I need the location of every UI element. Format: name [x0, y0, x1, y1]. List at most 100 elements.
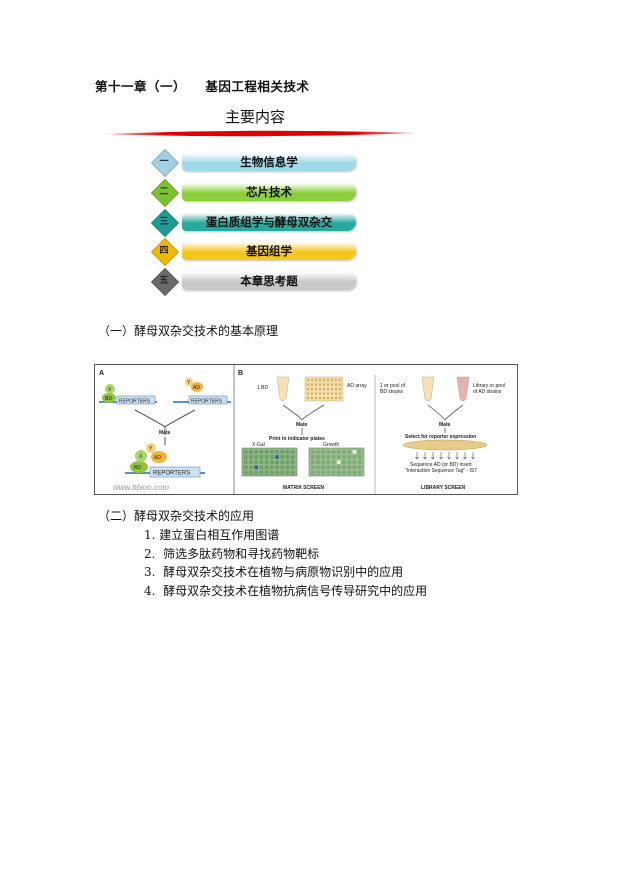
plate-colony	[352, 470, 357, 475]
plate-colony	[259, 470, 264, 475]
ad-label-combined: AD	[154, 455, 161, 461]
seq-line1: Sequence AD (or BD) insert	[410, 462, 472, 468]
plate-colony	[337, 470, 341, 475]
plate-colony	[270, 465, 274, 470]
plate-colony	[275, 470, 279, 475]
plate-colony	[342, 470, 346, 475]
plate-colony	[311, 455, 315, 459]
array-dot	[322, 378, 326, 382]
array-dot	[334, 392, 338, 395]
plate-colony	[321, 450, 325, 454]
plate-colony	[326, 470, 331, 475]
array-dot	[334, 383, 338, 386]
array-dot	[338, 392, 342, 395]
bd-tube-icon	[276, 376, 290, 402]
array-dot	[338, 396, 342, 400]
array-dot	[326, 396, 330, 400]
plate-colony	[326, 465, 331, 470]
array-dot	[338, 378, 342, 382]
plate-colony	[275, 455, 279, 459]
watermark: www.bbioo.com	[113, 483, 169, 492]
yeast-two-hybrid-figure: A REPORTERS BD X REPORTERS AD Y Mate REP…	[94, 364, 518, 495]
array-dot	[322, 392, 326, 395]
array-dot	[310, 387, 314, 391]
reporters-text-prey: REPORTERS	[191, 399, 223, 405]
toc-item-number: 二	[159, 187, 169, 197]
y-blob-combined	[146, 443, 156, 453]
plate-colony	[254, 460, 258, 464]
application-list-item: 2. 筛选多肽药物和寻找药物靶标	[144, 547, 320, 561]
plate-colony	[264, 465, 269, 470]
plate-colony	[290, 465, 295, 470]
ad-array-label: AD array	[347, 383, 367, 389]
plate-colony	[249, 460, 253, 464]
array-dot	[326, 378, 330, 382]
toc-item-bar	[182, 183, 356, 201]
plate-colony	[285, 450, 290, 454]
x-label-combined: X	[139, 454, 143, 460]
plate-colony	[352, 460, 357, 464]
array-dot	[306, 378, 310, 382]
chapter-title: 第十一章（一） 基因工程相关技术	[95, 79, 310, 94]
plate-colony	[270, 455, 274, 459]
section1-heading: （一）酵母双杂交技术的基本原理	[98, 324, 279, 338]
array-dot	[326, 392, 330, 395]
bd-label-combined: BD	[134, 465, 141, 471]
reporters-text-combined: REPORTERS	[153, 471, 190, 477]
down-arrow-icon	[431, 452, 435, 460]
down-arrow-icon	[423, 452, 427, 460]
toc-item-bar	[182, 153, 356, 171]
array-dot	[310, 396, 314, 400]
ad-label-top: AD	[193, 385, 200, 391]
x-blob-combined	[135, 450, 147, 462]
array-dot	[318, 392, 322, 395]
down-arrow-icon	[463, 452, 467, 460]
plate-colony	[254, 465, 258, 470]
growth-label: Growth	[323, 442, 339, 448]
mate-label-b: Mate	[296, 422, 308, 428]
figure-svg: A REPORTERS BD X REPORTERS AD Y Mate REP…	[99, 365, 505, 494]
toc-item: 三蛋白质组学与酵母双杂交	[150, 208, 360, 238]
mate-label-c: Mate	[439, 422, 451, 428]
plate-colony	[342, 455, 346, 459]
array-dot	[322, 387, 326, 391]
panel-b-label: B	[238, 370, 243, 377]
plate-colony	[352, 455, 357, 459]
plate-colony	[357, 455, 362, 459]
reporters-text-bait: REPORTERS	[119, 399, 151, 405]
toc-item-label: 生物信息学	[240, 155, 298, 169]
toc-item: 四基因组学	[150, 237, 360, 267]
red-swoosh-divider	[102, 130, 418, 137]
plate-colony	[331, 460, 336, 464]
array-dot	[314, 392, 318, 395]
bd-pool-tube-icon	[421, 376, 435, 402]
array-dot	[330, 387, 334, 391]
plate-colony	[290, 450, 295, 454]
plate-colony	[249, 455, 253, 459]
x-blob	[105, 384, 115, 394]
array-dot	[310, 383, 314, 386]
xgal-label: X-Gal	[252, 442, 265, 448]
plate-colony	[337, 460, 341, 464]
plate-colony	[331, 450, 336, 454]
plate-colony	[321, 470, 325, 475]
plate-colony	[316, 460, 320, 464]
plate-colony	[321, 455, 325, 459]
reporters-box-combined	[149, 466, 201, 478]
matrix-screen-caption: MATRIX SCREEN	[283, 485, 324, 491]
plate-colony	[342, 450, 346, 454]
y-label-combined: Y	[149, 446, 153, 452]
plate-colony	[244, 460, 248, 464]
bd-blob-combined	[130, 461, 148, 473]
plate-colony	[259, 450, 264, 454]
array-dot	[330, 396, 334, 400]
array-dot	[334, 396, 338, 400]
plate-colony	[244, 455, 248, 459]
plate-colony	[249, 465, 253, 470]
plate-colony	[316, 455, 320, 459]
plate-colony	[275, 465, 279, 470]
application-list-item: 3. 酵母双杂交技术在植物与病原物识别中的应用	[144, 565, 404, 579]
toc-item-label: 蛋白质组学与酵母双杂交	[205, 215, 333, 229]
plate-colony	[342, 460, 346, 464]
section2-heading: （二）酵母双杂交技术的应用	[98, 509, 255, 523]
